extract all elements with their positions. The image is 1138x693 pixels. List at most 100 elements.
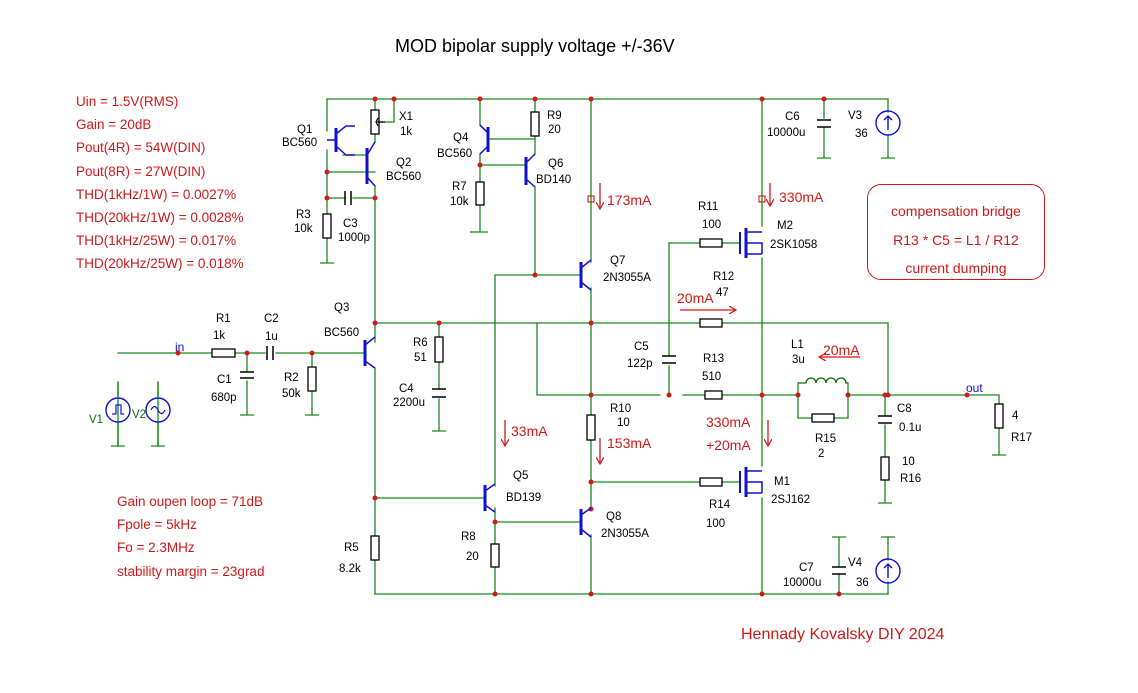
svg-text:4: 4: [1012, 410, 1019, 422]
svg-text:R17: R17: [1011, 432, 1032, 444]
probe-markers: [587, 195, 766, 203]
svg-text:Q2: Q2: [396, 157, 411, 169]
svg-text:R12: R12: [713, 271, 734, 283]
svg-text:R15: R15: [815, 433, 836, 445]
svg-text:2200u: 2200u: [393, 397, 425, 409]
svg-text:10: 10: [617, 417, 630, 429]
svg-text:+20mA: +20mA: [706, 437, 751, 453]
svg-text:C6: C6: [785, 111, 800, 123]
author-credit: Hennady Kovalsky DIY 2024: [741, 626, 945, 643]
svg-text:47: 47: [716, 287, 729, 299]
transistor-q1: [327, 125, 355, 156]
svg-text:BC560: BC560: [386, 171, 421, 183]
svg-text:680p: 680p: [211, 392, 237, 404]
mosfet-m2: [739, 228, 763, 258]
resistors: [211, 109, 1004, 568]
svg-text:2SJ162: 2SJ162: [771, 494, 810, 506]
source-v1: [105, 382, 131, 446]
svg-text:50k: 50k: [282, 388, 301, 400]
resistor-r9: [530, 111, 540, 137]
svg-text:3u: 3u: [792, 354, 805, 366]
svg-text:10k: 10k: [450, 196, 469, 208]
junctions: [175, 96, 970, 597]
resistor-r1: [211, 348, 236, 358]
svg-text:R13: R13: [703, 353, 724, 365]
resistor-r5: [370, 535, 380, 561]
capacitor-c2: [266, 346, 274, 360]
transistor-q2: [365, 141, 376, 187]
svg-text:R3: R3: [296, 209, 311, 221]
resistor-r12: [699, 318, 723, 328]
svg-text:C5: C5: [634, 341, 649, 353]
svg-text:R11: R11: [698, 201, 718, 213]
capacitors: [240, 119, 892, 575]
spec-line: THD(1kHz/25W) = 0.017%: [76, 233, 237, 249]
transistor-q8: [579, 507, 592, 538]
svg-text:8.2k: 8.2k: [339, 563, 361, 575]
svg-text:20: 20: [548, 124, 561, 136]
svg-text:R9: R9: [547, 110, 562, 122]
spec-line: Gain = 20dB: [76, 117, 152, 133]
svg-text:R10: R10: [610, 403, 631, 415]
transistor-q5: [483, 483, 496, 513]
current-arrows: [505, 183, 860, 463]
sources: [105, 110, 901, 584]
resistor-r3: [322, 213, 332, 239]
svg-text:M2: M2: [777, 220, 793, 232]
stability-notes: Gain oupen loop = 71dB Fpole = 5kHz Fo =…: [117, 490, 264, 583]
svg-text:R8: R8: [461, 531, 476, 543]
transistor-q7: [579, 259, 592, 291]
svg-text:10: 10: [902, 456, 915, 468]
resistor-r15: [811, 413, 835, 423]
svg-text:330mA: 330mA: [706, 414, 751, 430]
svg-text:BD140: BD140: [536, 174, 571, 186]
source-v3: [875, 110, 901, 136]
svg-text:100: 100: [702, 219, 721, 231]
svg-text:1u: 1u: [265, 331, 278, 343]
svg-text:153mA: 153mA: [607, 435, 652, 451]
svg-text:10k: 10k: [294, 223, 313, 235]
spec-line: Uin = 1.5V(RMS): [76, 94, 179, 109]
svg-text:C7: C7: [799, 562, 814, 574]
current-labels: 173mA 330mA 20mA 20mA 33mA 153mA 330mA +…: [511, 189, 860, 453]
svg-text:L1: L1: [791, 339, 804, 351]
svg-text:R14: R14: [709, 499, 731, 511]
svg-text:10000u: 10000u: [783, 577, 821, 589]
svg-text:2SK1058: 2SK1058: [770, 239, 817, 251]
transistor-q4: [479, 124, 490, 155]
bridge-line: compensation bridge: [891, 203, 1021, 219]
svg-text:V1: V1: [89, 414, 103, 426]
source-labels: V1 V2: [89, 409, 146, 426]
svg-text:Q6: Q6: [548, 158, 563, 170]
stability-line: Fpole = 5kHz: [117, 517, 197, 533]
svg-text:in: in: [175, 340, 184, 354]
net-labels: in out: [175, 340, 983, 395]
svg-text:1k: 1k: [400, 126, 412, 138]
svg-text:1k: 1k: [213, 330, 225, 342]
resistor-r17: [994, 403, 1004, 429]
svg-text:0.1u: 0.1u: [899, 422, 921, 434]
stability-line: stability margin = 23grad: [117, 563, 265, 579]
svg-text:Q3: Q3: [334, 302, 349, 314]
resistor-r14: [699, 477, 723, 487]
potentiometer-wiper: [375, 117, 385, 127]
svg-text:10000u: 10000u: [767, 127, 805, 139]
diagram-title: MOD bipolar supply voltage +/-36V: [395, 36, 675, 56]
svg-text:Q5: Q5: [513, 470, 528, 482]
svg-text:C4: C4: [399, 383, 414, 395]
transistors: [327, 124, 763, 538]
resistor-r10: [586, 414, 596, 441]
spec-line: THD(1kHz/1W) = 0.0027%: [76, 186, 237, 202]
svg-text:100: 100: [706, 518, 725, 530]
capacitor-c4: [432, 388, 446, 398]
spec-line: THD(20kHz/25W) = 0.018%: [76, 256, 244, 272]
compensation-bridge-box: compensation bridge R13 * C5 = L1 / R12 …: [867, 184, 1045, 280]
svg-text:510: 510: [702, 371, 721, 383]
stability-line: Gain oupen loop = 71dB: [117, 494, 263, 509]
capacitor-c8: [878, 415, 892, 424]
spec-line: Pout(4R) = 54W(DIN): [76, 140, 206, 156]
svg-text:330mA: 330mA: [779, 189, 824, 205]
source-v2: [145, 382, 171, 446]
svg-text:BC560: BC560: [282, 137, 317, 149]
stability-line: Fo = 2.3MHz: [117, 540, 195, 556]
